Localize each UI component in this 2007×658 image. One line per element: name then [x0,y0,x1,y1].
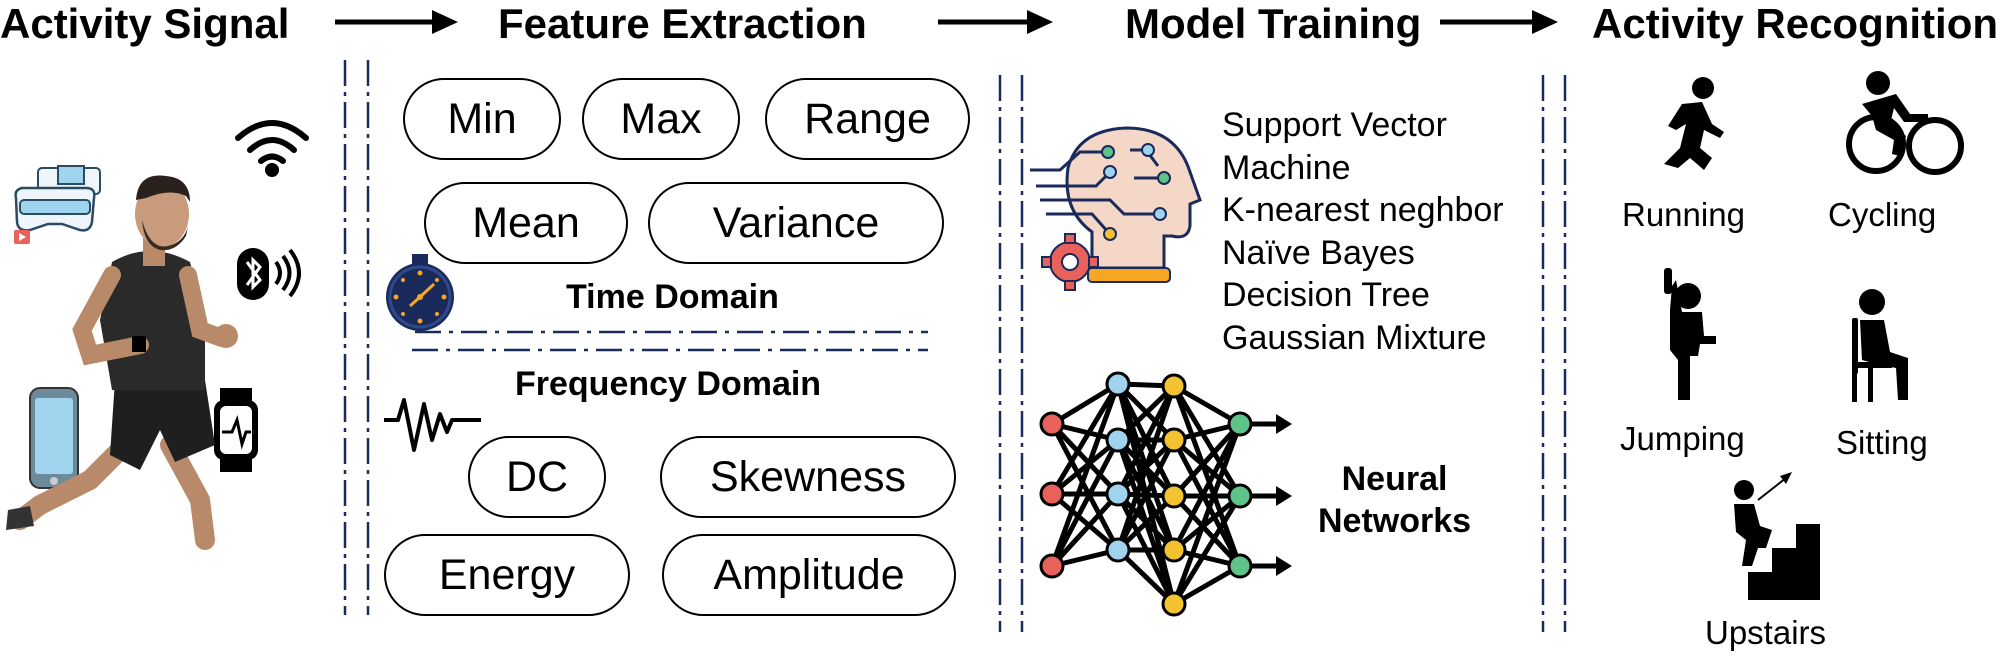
wifi-icon [235,120,309,177]
feature-mean: Mean [424,182,628,264]
feature-dc: DC [468,436,606,518]
separator-middle [998,75,1024,632]
upstairs-icon [1734,472,1820,600]
feature-range: Range [765,78,970,160]
activity-upstairs-label: Upstairs [1705,614,1827,651]
feature-variance: Variance [648,182,944,264]
frequency-domain-label: Frequency Domain [515,365,822,403]
waveform-icon [384,398,481,452]
model-item: K-nearest neghbor [1222,191,1504,229]
model-item: Machine [1222,148,1351,187]
model-list: Support Vector Machine K-nearest neghbor… [1222,104,1504,359]
neural-networks-label: Neural Networks [1318,458,1471,542]
neural-network-icon [1039,371,1292,617]
activity-cycling-label: Cycling [1828,196,1937,233]
flow-arrow-3 [1440,10,1558,34]
domain-separator [412,330,928,352]
sitting-icon [1852,289,1908,402]
separator-left [343,60,370,615]
model-item: Support Vector [1222,106,1447,144]
cycling-icon [1846,71,1964,175]
stage-title-signal: Activity Signal [0,0,290,47]
smartphone-icon [29,387,79,489]
stage-title-training: Model Training [1125,0,1422,47]
vr-headset-icon [14,165,101,244]
time-domain-label: Time Domain [566,278,779,316]
ai-head-gear-icon [1030,126,1202,291]
model-item: Naïve Bayes [1222,233,1415,272]
runner-illustration [6,175,238,550]
flow-arrow-1 [335,10,458,34]
feature-skewness: Skewness [660,436,956,518]
stopwatch-icon [386,254,454,331]
model-item: Gaussian Mixture [1222,318,1487,357]
running-icon [1664,77,1724,170]
flow-arrow-2 [938,10,1053,34]
neural-line-2: Networks [1318,502,1472,540]
jumping-icon [1664,268,1716,400]
feature-energy: Energy [384,534,630,616]
stage-title-features: Feature Extraction [498,0,867,47]
activity-sitting-label: Sitting [1836,424,1928,461]
stage-title-recognition: Activity Recognition [1592,0,1999,47]
smartwatch-icon [214,388,258,472]
bluetooth-icon [237,248,301,300]
separator-right [1541,75,1567,632]
activity-jumping-label: Jumping [1620,420,1745,457]
feature-min: Min [403,78,561,160]
activity-running-label: Running [1622,196,1745,233]
model-item: Decision Tree [1222,276,1430,314]
feature-amplitude: Amplitude [662,534,956,616]
neural-line-1: Neural [1341,460,1448,498]
feature-max: Max [582,78,740,160]
